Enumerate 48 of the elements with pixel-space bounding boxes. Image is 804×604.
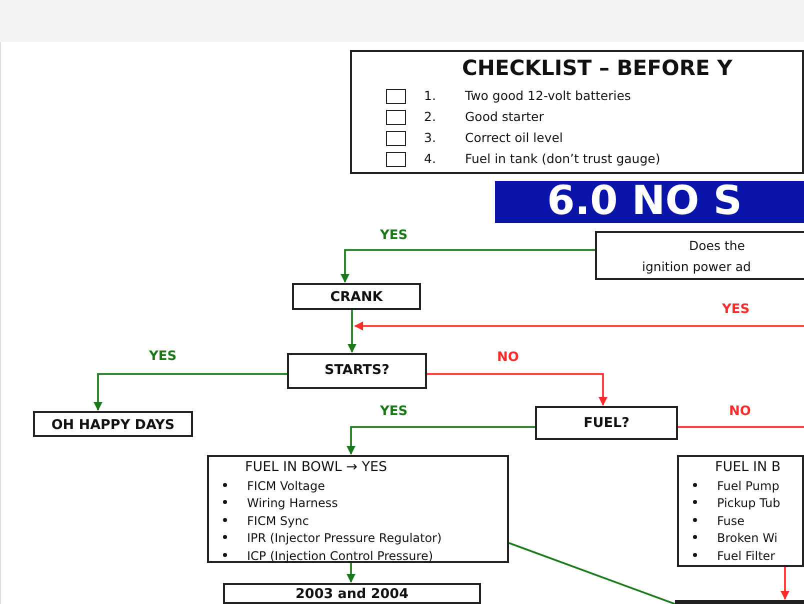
box-label: OH HAPPY DAYS — [50, 417, 176, 433]
connector-arrow — [354, 322, 804, 330]
box-label: 2003 and 2004 — [294, 586, 410, 602]
process-box — [223, 583, 481, 604]
bullet-item: Broken Wi — [693, 531, 778, 545]
checklist-item: Correct oil level — [465, 130, 563, 145]
question-text: ignition power ad — [642, 259, 751, 274]
box-heading: FUEL IN BOWL → YES — [245, 459, 388, 475]
item-number: 4. — [424, 151, 436, 166]
bullet-item: ICP (Injection Control Pressure) — [223, 548, 434, 562]
box-label: FUEL? — [582, 415, 630, 431]
box-label: STARTS? — [324, 362, 390, 378]
title-text: 6.0 NO S — [547, 178, 742, 224]
bullet-item: Fuse — [693, 514, 744, 528]
connector-arrow — [340, 249, 595, 283]
bullet-item: FICM Sync — [223, 514, 309, 528]
process-box — [292, 283, 421, 310]
item-number: 1. — [424, 88, 436, 103]
bullet-item: FICM Voltage — [223, 478, 325, 492]
checklist-panel — [350, 50, 804, 174]
item-number: 3. — [424, 130, 436, 145]
process-box — [675, 600, 804, 604]
checklist-item: Two good 12-volt batteries — [465, 88, 631, 103]
item-number: 2. — [424, 109, 436, 124]
bullet-item: IPR (Injector Pressure Regulator) — [223, 531, 442, 545]
process-box — [287, 353, 427, 389]
process-box — [595, 231, 804, 280]
process-box — [33, 411, 193, 437]
box-heading: FUEL IN B — [715, 459, 781, 475]
process-box — [207, 455, 509, 563]
bullet-item: Wiring Harness — [223, 496, 338, 510]
process-box — [677, 455, 804, 567]
connector-arrow — [94, 373, 287, 411]
bullet-item: Fuel Filter — [693, 548, 776, 562]
bullet-item: Pickup Tub — [693, 496, 780, 510]
connector-arrow — [780, 567, 790, 600]
connector-arrow — [427, 373, 608, 406]
checklist-item: Good starter — [465, 109, 544, 124]
connector-arrow — [348, 310, 356, 353]
title-banner — [495, 181, 804, 223]
connector-arrow — [346, 563, 356, 583]
connector-arrow — [346, 426, 535, 455]
box-label: CRANK — [329, 289, 384, 305]
process-box — [535, 406, 678, 440]
checklist-item: Fuel in tank (don’t trust gauge) — [465, 151, 660, 166]
bullet-item: Fuel Pump — [693, 478, 780, 492]
question-text: Does the — [689, 238, 745, 253]
checklist-heading: CHECKLIST – BEFORE Y — [462, 56, 732, 80]
